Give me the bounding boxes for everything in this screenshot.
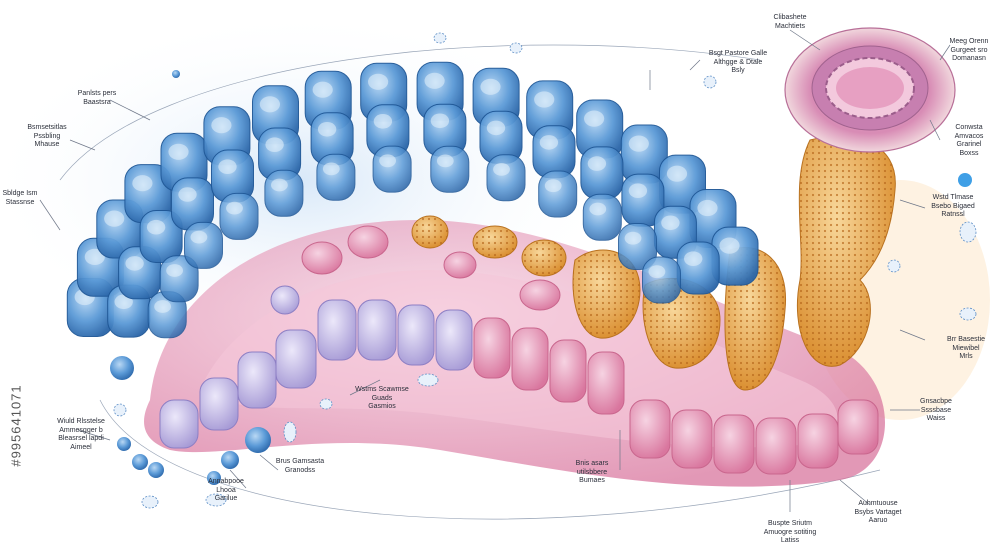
blue-cell-highlight [317, 122, 337, 137]
blue-cell-highlight [178, 187, 197, 202]
blue-cell [219, 192, 259, 240]
blue-cell-highlight [424, 72, 445, 89]
label-right-mid: Wstd Tlmase Bsebo Bigaed Ratnssl [931, 194, 975, 218]
blue-cell [486, 154, 526, 202]
label-top-center: Bsgt Pastore Galle Althgge & Dtale Bsly [708, 50, 768, 74]
blue-cell-highlight [368, 73, 389, 90]
blue-cell-highlight [312, 81, 333, 98]
blue-cell-highlight [125, 256, 144, 271]
blue-cell [372, 145, 412, 193]
label-right-bottom: Gnsacbpe Ssssbase Waiss [920, 398, 952, 422]
blue-dot-icon [110, 70, 972, 485]
blue-cell-highlight [379, 154, 396, 168]
blue-cell [316, 153, 356, 201]
blue-cell-highlight [322, 162, 340, 176]
blue-cell [430, 145, 470, 193]
blue-cell-highlight [373, 114, 393, 129]
blue-cell-highlight [628, 135, 649, 152]
blue-cell-highlight [628, 183, 648, 198]
blue-cell-highlight [486, 120, 506, 136]
blue-cell-highlight [430, 113, 450, 129]
outline-curve [59, 44, 761, 181]
outline-curve-lower [99, 399, 881, 520]
blue-cell [642, 256, 681, 304]
orange-nodules [411, 215, 567, 277]
cross-section-ring-icon [784, 27, 956, 153]
blue-cell-highlight [166, 264, 184, 277]
blue-cell-highlight [265, 137, 284, 152]
blue-cell [532, 125, 576, 179]
blue-cell-highlight [146, 219, 166, 235]
label-left-lower: Wiuld Rlsstelse Ammesgger b Bleasrsel la… [57, 418, 105, 451]
blue-cell-arch [66, 61, 759, 339]
blue-cell-highlight [480, 78, 501, 95]
blue-cell-highlight [104, 210, 125, 227]
blue-cell-highlight [544, 179, 562, 193]
pink-nodules [270, 225, 561, 315]
lavender-cell-row [159, 299, 879, 475]
leader-lines [39, 29, 951, 512]
blue-cell-highlight [587, 156, 607, 171]
blue-cell-highlight [259, 96, 280, 113]
blue-cell [580, 146, 624, 200]
blue-cell-highlight [132, 175, 153, 192]
blue-cell-highlight [589, 202, 607, 216]
label-top-right-upper: Clibashete Machtiets [773, 14, 807, 30]
dotted-capsules [113, 32, 977, 509]
label-right-lower: Brr Basestie Miewibel Mrls [946, 336, 986, 360]
blue-cell-highlight [493, 163, 510, 176]
blue-cell-highlight [218, 159, 237, 174]
label-bottom-center-right: Buspte Sriutm Amuogre sotiting Latiss [763, 520, 817, 544]
blue-cell-highlight [719, 237, 740, 254]
label-left-top: Panlsts pers Baastsra [77, 90, 117, 106]
blue-cell [676, 241, 720, 295]
blue-cell-highlight [190, 230, 208, 244]
watermark-id: #995641071 [8, 384, 24, 467]
blue-cell-highlight [84, 248, 105, 265]
blue-cell-highlight [168, 143, 189, 160]
blue-cell-highlight [436, 154, 454, 168]
label-bottom-left: Annabpooe Lhooa Garilue [208, 478, 244, 502]
label-bottom-center: Bnis asars utilsbbere Bumaes [575, 460, 609, 484]
blue-cell-highlight [624, 231, 642, 245]
label-right-upper: Conwsta Amvacos Grarinel Boxss [954, 124, 984, 157]
blue-cell-highlight [539, 135, 559, 150]
label-left-mid: Sbldge Ism Stassnse [2, 190, 38, 206]
blue-cell-highlight [271, 178, 288, 192]
blue-cell [538, 170, 578, 218]
blue-cell-highlight [684, 251, 703, 266]
blue-cell [582, 193, 622, 241]
blue-cell-highlight [534, 91, 555, 108]
blue-cell-highlight [211, 117, 232, 134]
label-left-upper: Bsmsetsitlas Pssbling Mhause [27, 124, 67, 148]
blue-cell [184, 221, 223, 269]
label-bottom-left-center: Brus Gamsasta Granodss [275, 458, 325, 474]
label-center: Wstms Scawmse Guads Gasmios [355, 386, 409, 410]
blue-cell-highlight [114, 294, 133, 310]
label-top-right: Meeg Orenn Gurgeet sro Domanasn [949, 38, 989, 62]
blue-cell [264, 169, 304, 217]
blue-cell-highlight [666, 165, 688, 182]
blue-cell-highlight [584, 110, 605, 127]
blue-cell-highlight [697, 199, 718, 217]
blue-cell-highlight [648, 265, 666, 279]
blue-cell-highlight [661, 215, 680, 231]
label-bottom-right: Auhmtuouse Bsybs Vartaget Aaruo [854, 500, 902, 524]
blue-cell-highlight [226, 201, 243, 215]
blue-cell-highlight [154, 300, 172, 313]
